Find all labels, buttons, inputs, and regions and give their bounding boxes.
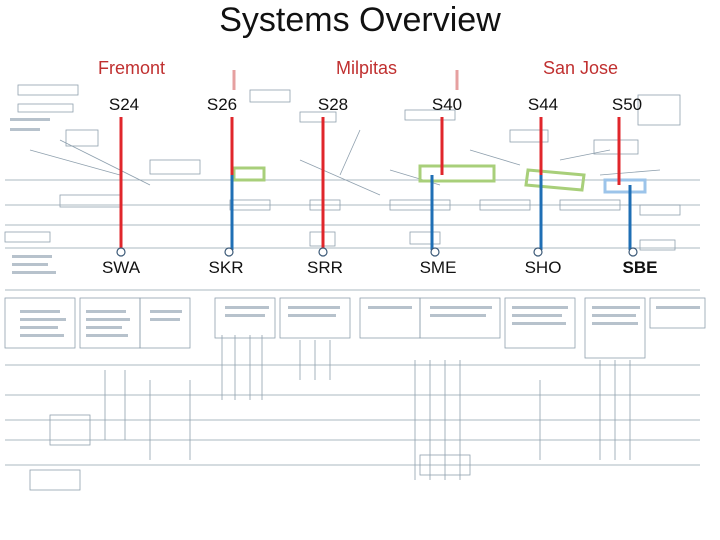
station-label-s50: S50 [612,95,642,115]
station-nodes [117,248,637,256]
top-station-lines [121,117,619,250]
station-node-icon-skr [225,248,233,256]
station-label-sme: SME [420,258,457,278]
schematic-scan-text [10,118,700,337]
station-node-icon-srr [319,248,327,256]
schematic-background [5,70,705,490]
station-label-srr: SRR [307,258,343,278]
station-label-sho: SHO [525,258,562,278]
highlight-boxes [234,166,645,192]
station-label-s28: S28 [318,95,348,115]
station-node-icon-swa [117,248,125,256]
highlight-box-s26 [234,168,264,180]
system-diagram [0,70,720,540]
station-node-icon-sho [534,248,542,256]
station-label-sbe: SBE [623,258,658,278]
station-label-s24: S24 [109,95,139,115]
station-node-icon-sme [431,248,439,256]
station-node-icon-sbe [629,248,637,256]
station-label-s40: S40 [432,95,462,115]
station-label-s44: S44 [528,95,558,115]
page-title: Systems Overview [0,0,720,40]
station-label-skr: SKR [209,258,244,278]
station-label-swa: SWA [102,258,140,278]
station-label-s26: S26 [207,95,237,115]
highlight-box-s50 [605,180,645,192]
